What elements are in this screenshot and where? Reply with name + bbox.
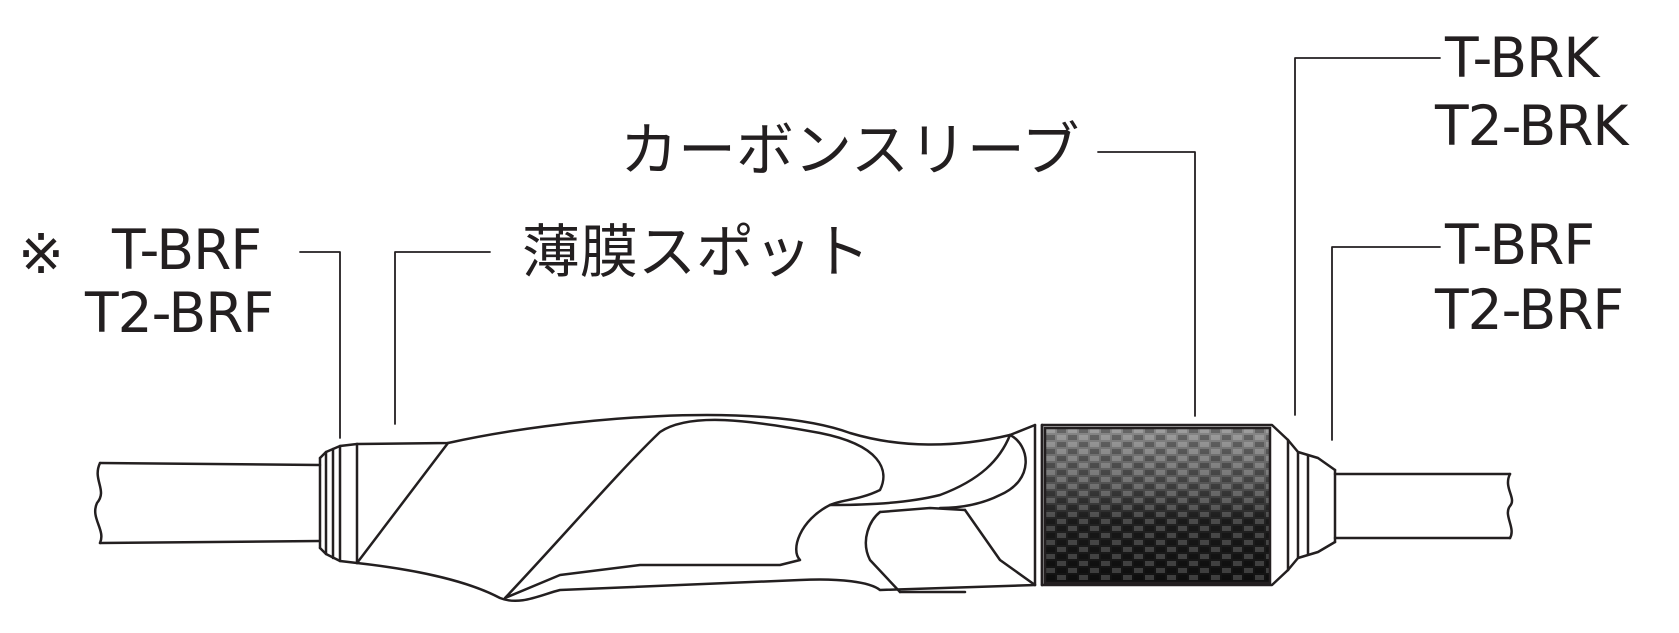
left-blank [94, 461, 322, 545]
leader-right-brf [1331, 246, 1441, 441]
left-brf-label-bottom: T2-BRF [85, 281, 274, 345]
left-end-cap [318, 442, 359, 565]
left-note-mark: ※ [18, 222, 64, 286]
grip-body [355, 413, 1044, 603]
carbon-sleeve-outline [1040, 423, 1290, 587]
carbon-sleeve-label: カーボンスリーブ [620, 116, 1080, 184]
leader-lines [299, 57, 1441, 441]
carbon-sleeve [1043, 426, 1272, 585]
leader-right-brk [1294, 57, 1441, 416]
right-blank [1333, 472, 1514, 540]
left-brf-label-top: T-BRF [112, 218, 262, 282]
right-end-cap [1286, 438, 1337, 572]
right-brf-label-top: T-BRF [1445, 213, 1595, 277]
right-brk-label-bottom: T2-BRK [1435, 94, 1628, 158]
leader-left-brf [299, 251, 341, 439]
right-brf-label-bottom: T2-BRF [1435, 278, 1624, 342]
thin-film-spot-label: 薄膜スポット [522, 218, 871, 286]
leader-thin-film [394, 251, 491, 425]
right-brk-label-top: T-BRK [1445, 26, 1599, 90]
leader-carbon-sleeve [1097, 151, 1196, 417]
